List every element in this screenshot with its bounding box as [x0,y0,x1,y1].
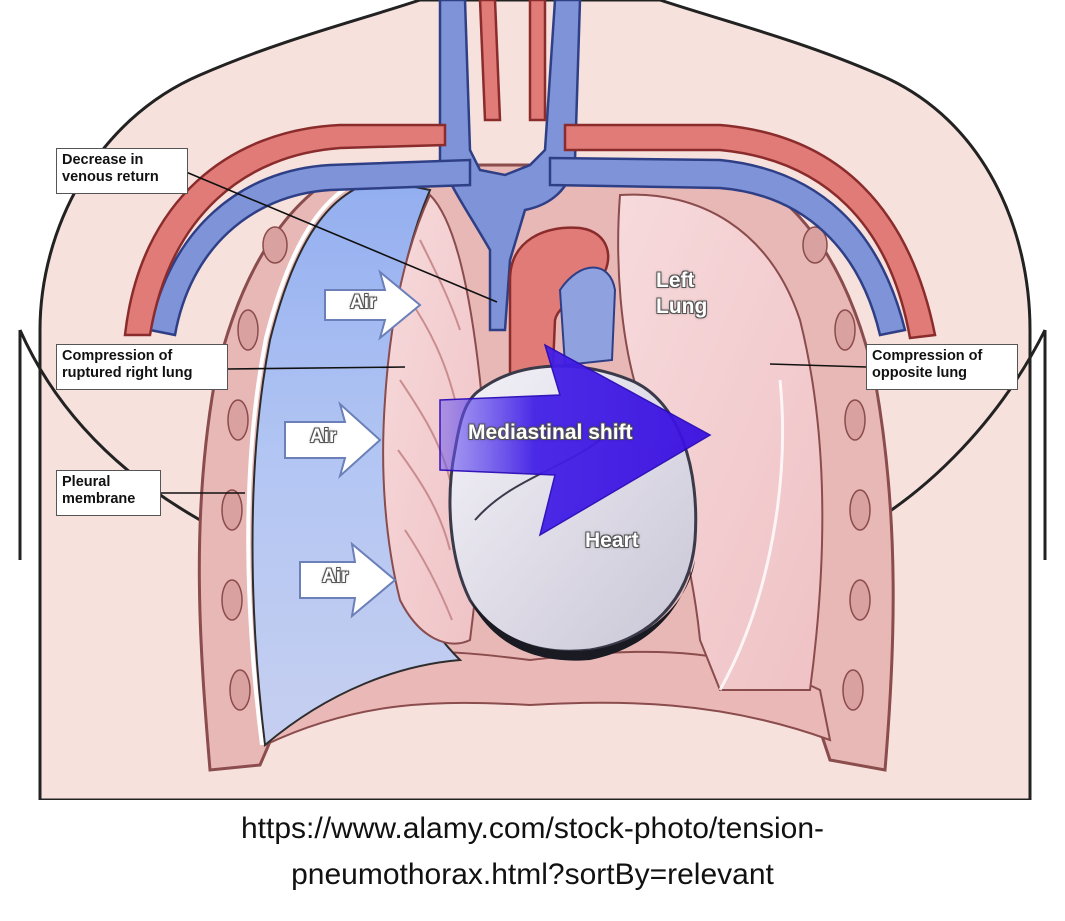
callout-pleural-membrane: Pleural membrane [56,470,161,516]
label-mediastinal-shift: Mediastinal shift [468,421,633,444]
torso-line-left [18,329,201,522]
label-air-bottom: Air [322,566,349,587]
diaphragm [263,650,832,747]
air-arrow-top [324,269,422,341]
arteries [123,0,937,340]
air-arrow-middle [284,400,382,480]
leader-lines [160,171,867,494]
label-air-middle: Air [310,426,337,447]
compressed-lung-folds [397,239,461,621]
callout-compression-opposite-lung: Compression of opposite lung [866,344,1018,390]
callout-compression-right-lung: Compression of ruptured right lung [56,344,228,390]
veins [148,0,907,337]
source-url-line-2: pneumothorax.html?sortBy=relevant [291,858,774,891]
rib-segments-right [802,226,871,711]
heart-base-shadow [470,560,695,661]
rib-segments-left [221,226,288,711]
callout-decrease-venous-return: Decrease in venous return [56,148,188,194]
chest-illustration [18,0,1047,800]
mediastinal-shift-arrow [439,343,712,537]
left-lung-edge [718,379,784,691]
air-arrow-bottom [299,541,397,619]
left-lung [617,193,824,691]
label-heart: Heart [585,529,639,552]
pulmonary-trunk [558,266,617,367]
source-url-line-1: https://www.alamy.com/stock-photo/tensio… [240,812,824,845]
label-left-lung: Left Lung [656,269,708,318]
pleural-membrane-line [246,172,381,746]
label-air-top: Air [350,292,377,313]
